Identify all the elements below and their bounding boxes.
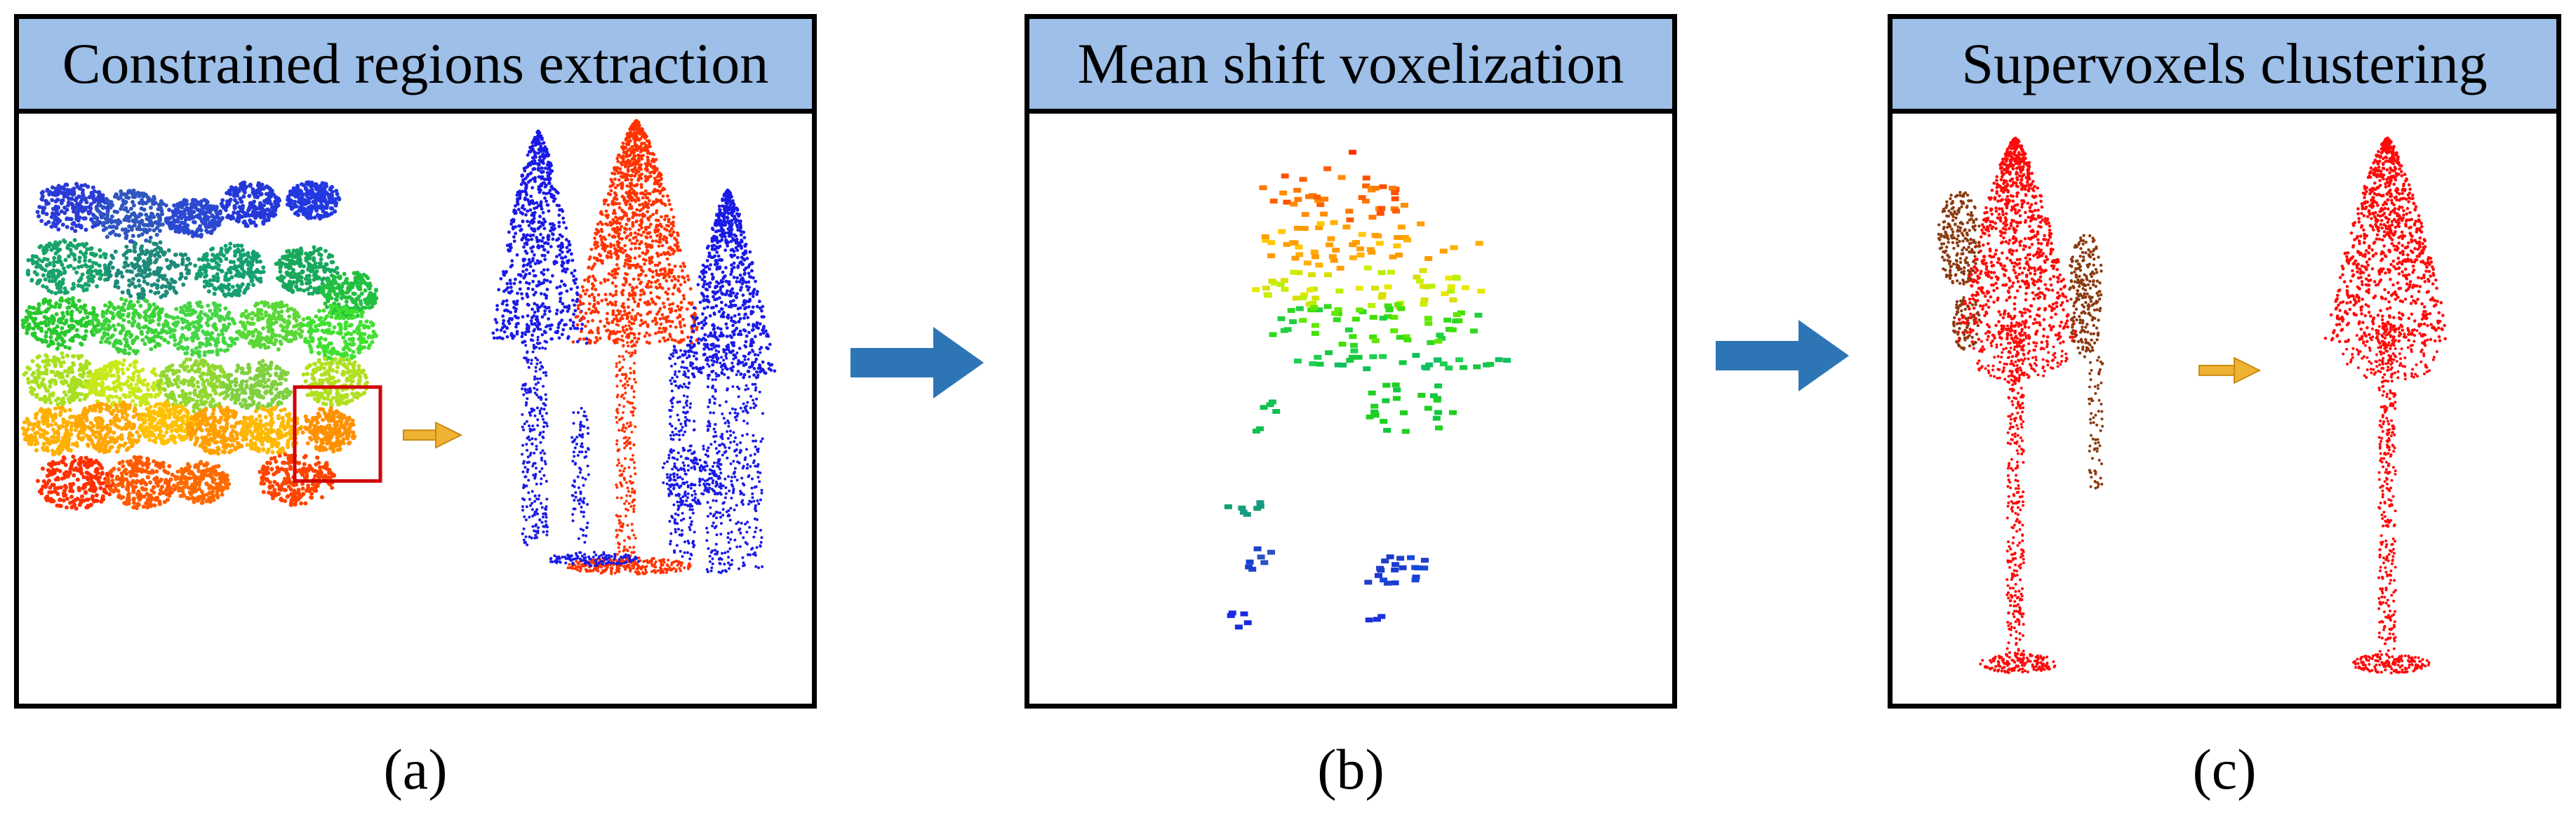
panel-c-body <box>1893 114 2556 704</box>
clustered-tree-after <box>2323 136 2447 675</box>
caption-b: (b) <box>1317 737 1384 801</box>
panel-c-graphic <box>1937 136 2447 675</box>
colored-crown-map <box>20 180 379 511</box>
voxel-cloud <box>1224 149 1511 630</box>
flow-arrow-a-to-b <box>850 327 984 398</box>
panel-c-title: Supervoxels clustering <box>1893 19 2556 114</box>
small-yellow-arrow <box>403 421 463 449</box>
caption-c: (c) <box>2192 737 2257 801</box>
panel-a-title: Constrained regions extraction <box>19 19 812 114</box>
panel-b-body <box>1029 114 1672 704</box>
selected-region-box <box>293 385 382 483</box>
panel-supervoxels: Supervoxels clustering <box>1888 14 2561 709</box>
caption-a: (a) <box>383 737 448 801</box>
panel-mean-shift: Mean shift voxelization <box>1025 14 1677 709</box>
clustered-tree-before <box>1937 136 2104 674</box>
small-yellow-arrow-c <box>2198 356 2262 384</box>
panel-constrained-regions: Constrained regions extraction <box>14 14 817 709</box>
panel-b-graphic <box>1224 149 1511 630</box>
flow-arrow-b-to-c <box>1716 320 1849 391</box>
panel-a-body <box>19 114 812 704</box>
panel-a-graphic <box>20 119 777 576</box>
extracted-tree-cloud <box>491 119 777 576</box>
panel-b-title: Mean shift voxelization <box>1029 19 1672 114</box>
